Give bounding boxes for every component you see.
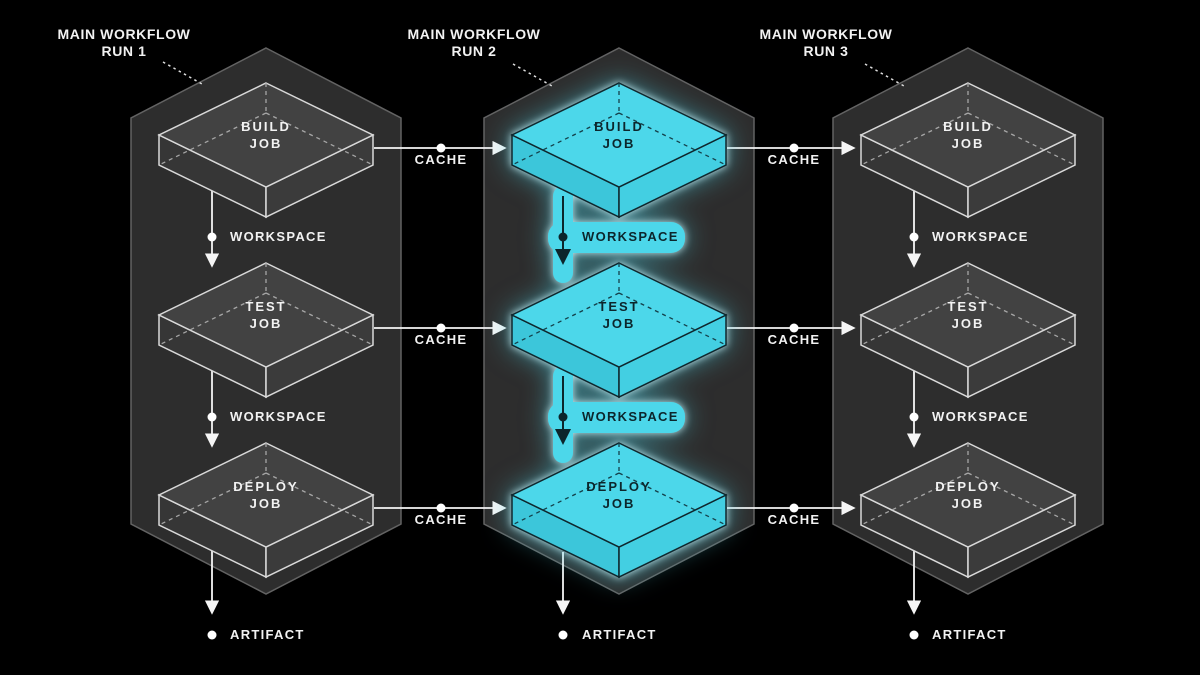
- cache-dot: [789, 323, 799, 333]
- job-label-line1: TEST: [598, 299, 640, 314]
- run-3-title-line1: MAIN WORKFLOW: [759, 26, 893, 42]
- run-2-title: MAIN WORKFLOW RUN 2: [374, 26, 574, 60]
- workspace-label: WORKSPACE: [230, 409, 327, 424]
- run-2-workspace-pill: [548, 402, 685, 433]
- run-1-title: MAIN WORKFLOW RUN 1: [24, 26, 224, 60]
- workspace-dot: [207, 232, 217, 242]
- cache-label: CACHE: [414, 332, 468, 347]
- cache-label: CACHE: [767, 152, 821, 167]
- job-label-line2: JOB: [602, 496, 636, 511]
- artifact-label: ARTIFACT: [582, 627, 657, 642]
- workspace-label: WORKSPACE: [932, 229, 1029, 244]
- workspace-label: WORKSPACE: [582, 409, 679, 424]
- run-2-workspace-pill: [548, 222, 685, 253]
- job-label-line1: DEPLOY: [935, 479, 1001, 494]
- run-2-build-job-label: BUILD JOB: [539, 118, 699, 152]
- workspace-dot: [558, 412, 568, 422]
- workspace-dots: [207, 232, 919, 422]
- job-label-line2: JOB: [249, 496, 283, 511]
- leader-line-run-2: [512, 63, 553, 87]
- workspace-dot: [207, 412, 217, 422]
- run-1-title-line1: MAIN WORKFLOW: [57, 26, 191, 42]
- artifact-dot: [909, 630, 919, 640]
- run-3-title-line2: RUN 3: [803, 43, 849, 59]
- workspace-dot: [909, 412, 919, 422]
- run-3-build-job-label: BUILD JOB: [888, 118, 1048, 152]
- artifact-label: ARTIFACT: [230, 627, 305, 642]
- workspace-connectors: [204, 191, 922, 448]
- job-label-line1: BUILD: [594, 119, 644, 134]
- run-3-deploy-job-label: DEPLOY JOB: [888, 478, 1048, 512]
- run-1-test-job-label: TEST JOB: [186, 298, 346, 332]
- job-label-line2: JOB: [249, 136, 283, 151]
- artifact-dots: [207, 630, 919, 640]
- job-label-line1: BUILD: [943, 119, 993, 134]
- cache-dot: [436, 143, 446, 153]
- cache-label: CACHE: [767, 332, 821, 347]
- job-label-line2: JOB: [951, 136, 985, 151]
- workspace-label: WORKSPACE: [582, 229, 679, 244]
- cache-dot: [436, 503, 446, 513]
- run-2-test-job-label: TEST JOB: [539, 298, 699, 332]
- run-2-title-line1: MAIN WORKFLOW: [407, 26, 541, 42]
- cache-dot: [789, 503, 799, 513]
- workspace-label: WORKSPACE: [932, 409, 1029, 424]
- job-label-line1: BUILD: [241, 119, 291, 134]
- cache-label: CACHE: [414, 152, 468, 167]
- run-1-deploy-job-label: DEPLOY JOB: [186, 478, 346, 512]
- cache-dot: [436, 323, 446, 333]
- artifact-label: ARTIFACT: [932, 627, 1007, 642]
- job-label-line2: JOB: [951, 496, 985, 511]
- job-label-line1: TEST: [947, 299, 989, 314]
- run-3-title: MAIN WORKFLOW RUN 3: [726, 26, 926, 60]
- job-label-line2: JOB: [602, 136, 636, 151]
- job-label-line2: JOB: [249, 316, 283, 331]
- cache-dot: [789, 143, 799, 153]
- run-2-deploy-job-label: DEPLOY JOB: [539, 478, 699, 512]
- run-2-title-line2: RUN 2: [451, 43, 497, 59]
- artifact-connectors: [204, 551, 922, 615]
- run-1-build-job-label: BUILD JOB: [186, 118, 346, 152]
- leader-line-run-1: [162, 61, 203, 85]
- job-label-line1: DEPLOY: [233, 479, 299, 494]
- job-label-line1: TEST: [245, 299, 287, 314]
- leader-line-run-3: [864, 63, 905, 87]
- run-1-title-line2: RUN 1: [101, 43, 147, 59]
- job-label-line2: JOB: [602, 316, 636, 331]
- job-label-line2: JOB: [951, 316, 985, 331]
- artifact-dot: [558, 630, 568, 640]
- workspace-dot: [558, 232, 568, 242]
- artifact-dot: [207, 630, 217, 640]
- workspace-label: WORKSPACE: [230, 229, 327, 244]
- cache-label: CACHE: [767, 512, 821, 527]
- run-3-test-job-label: TEST JOB: [888, 298, 1048, 332]
- cache-label: CACHE: [414, 512, 468, 527]
- job-label-line1: DEPLOY: [586, 479, 652, 494]
- workspace-dot: [909, 232, 919, 242]
- cache-dots: [436, 143, 799, 513]
